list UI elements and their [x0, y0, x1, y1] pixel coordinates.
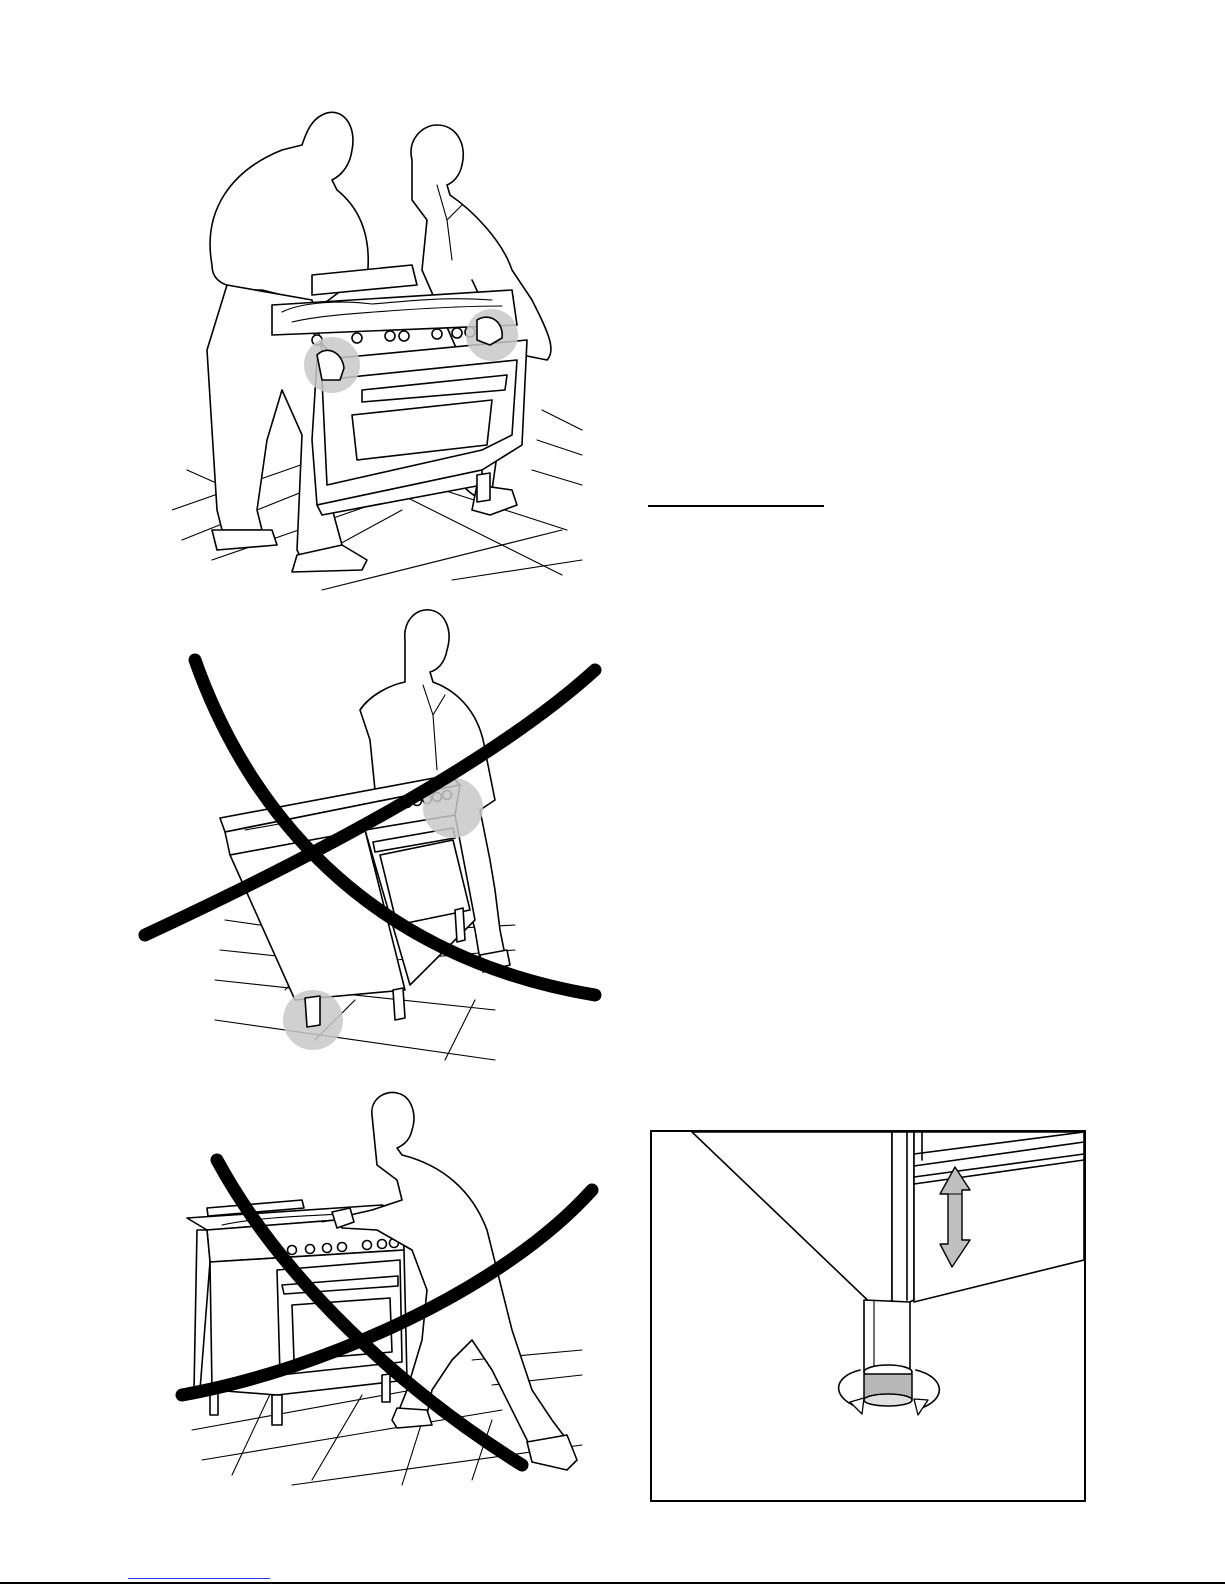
- pulling-by-hob-incorrect-icon: [172, 1090, 602, 1500]
- tilting-oven-incorrect-icon: [135, 600, 615, 1070]
- two-person-lift-correct-icon: [172, 90, 602, 600]
- adjustable-foot-icon: [652, 1132, 1084, 1500]
- heading-rule: [648, 505, 824, 507]
- adjustable-foot-detail: [650, 1130, 1086, 1502]
- footer-link-rule[interactable]: [128, 1578, 270, 1579]
- footer-rule: [0, 1582, 1225, 1584]
